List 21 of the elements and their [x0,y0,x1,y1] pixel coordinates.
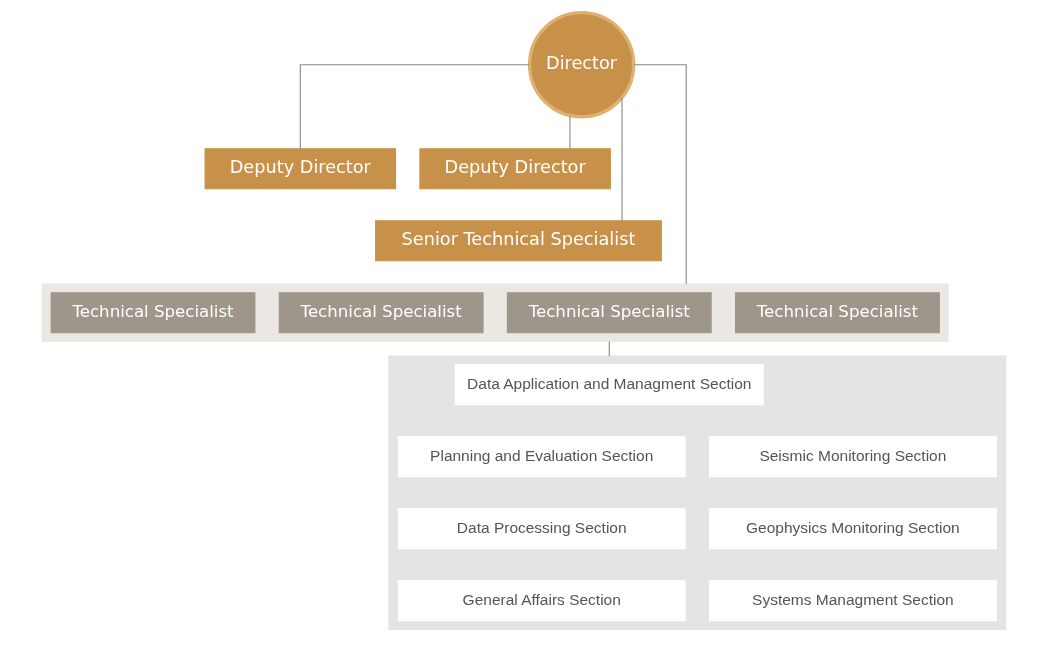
node-box: Technical Specialist [506,292,712,334]
node-box: Data Application and Managment Section [454,364,764,406]
node-box: Technical Specialist [734,292,940,334]
connector [568,115,570,150]
connector [620,97,623,221]
node-box: Data Processing Section [397,508,686,550]
node-box: Planning and Evaluation Section [397,436,686,478]
node-box: Technical Specialist [278,292,484,334]
node-box: Technical Specialist [50,292,255,334]
node-box: Deputy Director [204,148,396,190]
node-box: Seismic Monitoring Section [708,436,997,478]
node-box: Senior Technical Specialist [374,220,662,262]
node-box: Systems Managment Section [708,580,997,622]
node-box: Geophysics Monitoring Section [708,508,997,550]
node-box: Deputy Director [418,148,611,190]
connector [632,64,687,285]
cluster [387,355,1006,631]
connector [299,64,530,150]
node-box: General Affairs Section [397,580,686,622]
cluster [41,283,949,343]
node-circle: Director [527,11,635,119]
